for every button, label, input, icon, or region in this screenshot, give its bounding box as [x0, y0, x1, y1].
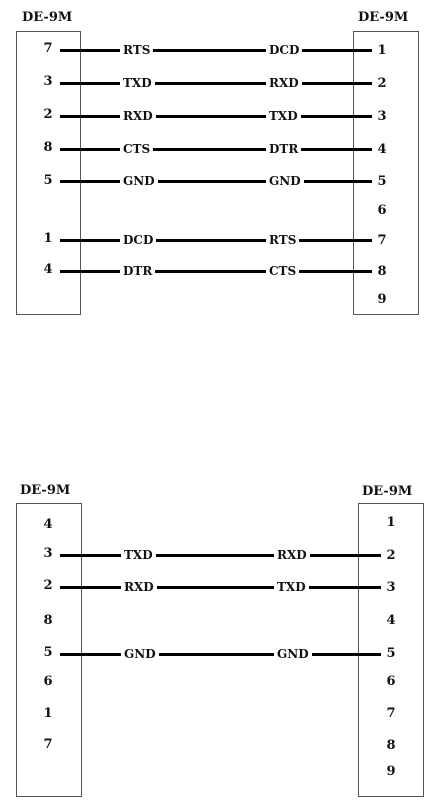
right-pin: 8 [381, 738, 401, 754]
right-pin: 1 [381, 515, 401, 531]
left-pin: 1 [38, 706, 58, 722]
signal-label-left: TXD [121, 548, 156, 562]
wire [60, 554, 381, 557]
signal-label-right: TXD [274, 580, 309, 594]
left-pin: 4 [38, 517, 58, 533]
right-pin: 4 [381, 613, 401, 629]
wire [60, 586, 381, 589]
signal-label-left: GND [121, 647, 159, 661]
signal-label-right: RXD [274, 548, 310, 562]
right-pin: 5 [381, 646, 401, 662]
signal-label-left: RXD [121, 580, 157, 594]
right-pin: 7 [381, 706, 401, 722]
right-pin: 6 [381, 674, 401, 690]
left-pin: 6 [38, 674, 58, 690]
left-pin: 3 [38, 546, 58, 562]
left-pin: 5 [38, 645, 58, 661]
signal-label-right: GND [274, 647, 312, 661]
wire [60, 653, 381, 656]
left-pin: 8 [38, 613, 58, 629]
right-pin: 9 [381, 764, 401, 780]
left-pin: 2 [38, 578, 58, 594]
right-pin: 2 [381, 548, 401, 564]
left-connector-title: DE-9M [20, 483, 70, 499]
right-pin: 3 [381, 580, 401, 596]
left-pin: 7 [38, 737, 58, 753]
right-connector-title: DE-9M [362, 484, 412, 500]
